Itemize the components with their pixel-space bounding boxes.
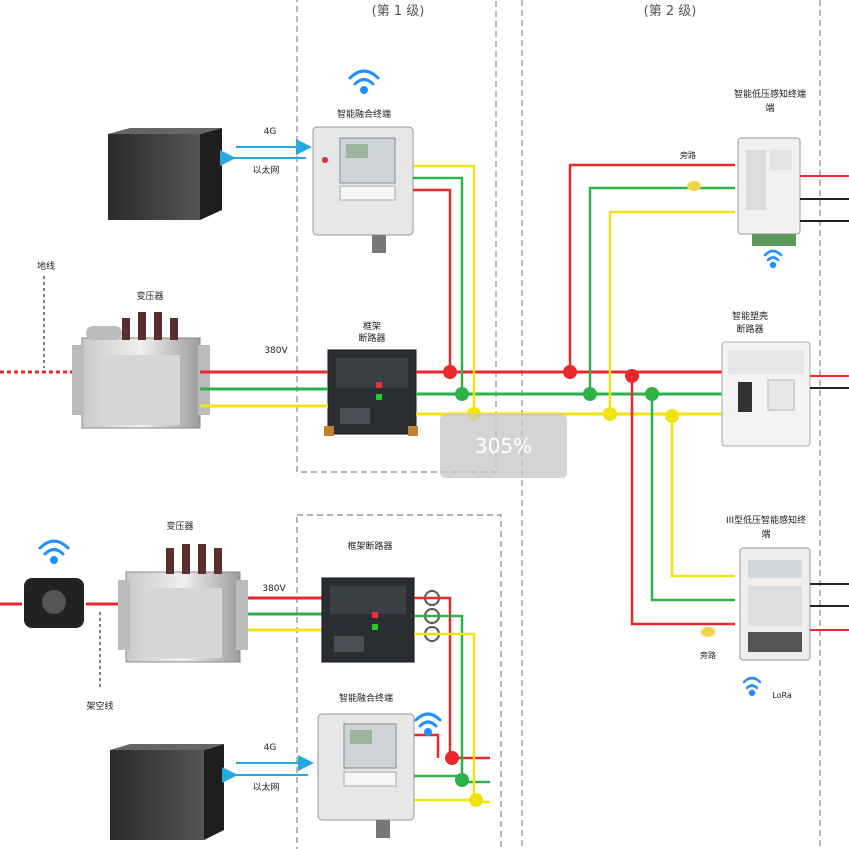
fusion-terminal-label-top: 智能融合终端 <box>336 110 392 120</box>
server-link-speed-top: 4G <box>263 127 277 137</box>
voltage-label-bottom: 380V <box>262 584 286 594</box>
smart-breaker-device[interactable] <box>721 341 811 447</box>
monitor-terminal-label-line1: 智能低压感知终端 <box>733 90 807 100</box>
ct-sensor-icon <box>24 578 84 628</box>
terminal-wiring-top <box>413 164 476 414</box>
zone-level1-top <box>296 0 497 473</box>
bypass-label-top: 旁路 <box>680 151 696 160</box>
zone-level1-bottom <box>296 514 502 849</box>
wifi-icon <box>38 539 70 564</box>
meter-terminal-device[interactable] <box>739 547 811 661</box>
server-rack-icon <box>110 744 224 840</box>
overhead-line-label: 架空线 <box>86 702 114 712</box>
transformer-label-top: 变压器 <box>136 292 164 302</box>
monitor-terminal-device[interactable] <box>737 137 801 246</box>
server-link-type-top: 以太网 <box>252 166 280 176</box>
lora-label: LoRa <box>772 691 792 700</box>
server-link-type-bottom: 以太网 <box>252 783 280 793</box>
smart-breaker-label-line2: 断路器 <box>736 325 764 335</box>
voltage-label-top: 380V <box>264 346 288 356</box>
fusion-terminal-device-top[interactable] <box>312 126 414 253</box>
transformer-icon <box>72 312 210 429</box>
transformer-label-bottom: 变压器 <box>166 522 194 532</box>
smart-breaker-outputs <box>810 375 849 389</box>
meter-terminal-label-line2: 端 <box>761 530 771 540</box>
wifi-icon <box>742 676 762 697</box>
tap-dots-right <box>563 365 679 423</box>
breaker-icon <box>321 577 415 663</box>
terminal-wiring-bottom <box>412 733 474 802</box>
zone-level1-subtitle: (第 1 级) <box>371 4 425 19</box>
fusion-terminal-device-bottom[interactable] <box>317 713 415 838</box>
meter-outputs <box>810 583 849 631</box>
phase-lines-bottom-left <box>248 596 322 632</box>
bypass-label-bottom: 旁路 <box>700 651 716 660</box>
ethernet-arrows-bottom <box>222 755 314 783</box>
main-breaker-label-line2: 断路器 <box>358 334 386 344</box>
breaker-label-bottom: 框架断路器 <box>347 542 393 552</box>
transformer-icon <box>118 544 248 663</box>
monitor-terminal-label-line2: 端 <box>765 104 775 114</box>
meter-terminal-label-line1: III型低压智能感知终 <box>726 516 806 526</box>
zone-level2-subtitle: (第 2 级) <box>643 4 697 19</box>
phase-lines-bottom-right <box>414 596 490 804</box>
server-rack-icon <box>108 128 222 220</box>
fusion-terminal-label-bottom: 智能融合终端 <box>338 694 394 704</box>
right-wiring <box>568 163 735 626</box>
ethernet-arrows-top <box>220 139 312 166</box>
server-link-speed-bottom: 4G <box>263 743 277 753</box>
ground-wire-label: 地线 <box>36 262 56 272</box>
zoom-level-indicator: 305% <box>440 414 567 478</box>
main-breaker-label-line1: 框架 <box>362 322 382 332</box>
flame-icon <box>687 181 701 191</box>
phase-lines-top-left <box>200 370 328 408</box>
flame-icon <box>701 627 715 637</box>
breaker-icon <box>324 349 418 436</box>
wifi-icon <box>763 249 783 269</box>
wifi-icon <box>348 69 380 94</box>
monitor-outputs <box>800 175 849 222</box>
wifi-icon <box>414 712 442 736</box>
smart-breaker-label-line1: 智能塑壳 <box>731 312 769 322</box>
tap-dots-bottom <box>445 751 483 807</box>
